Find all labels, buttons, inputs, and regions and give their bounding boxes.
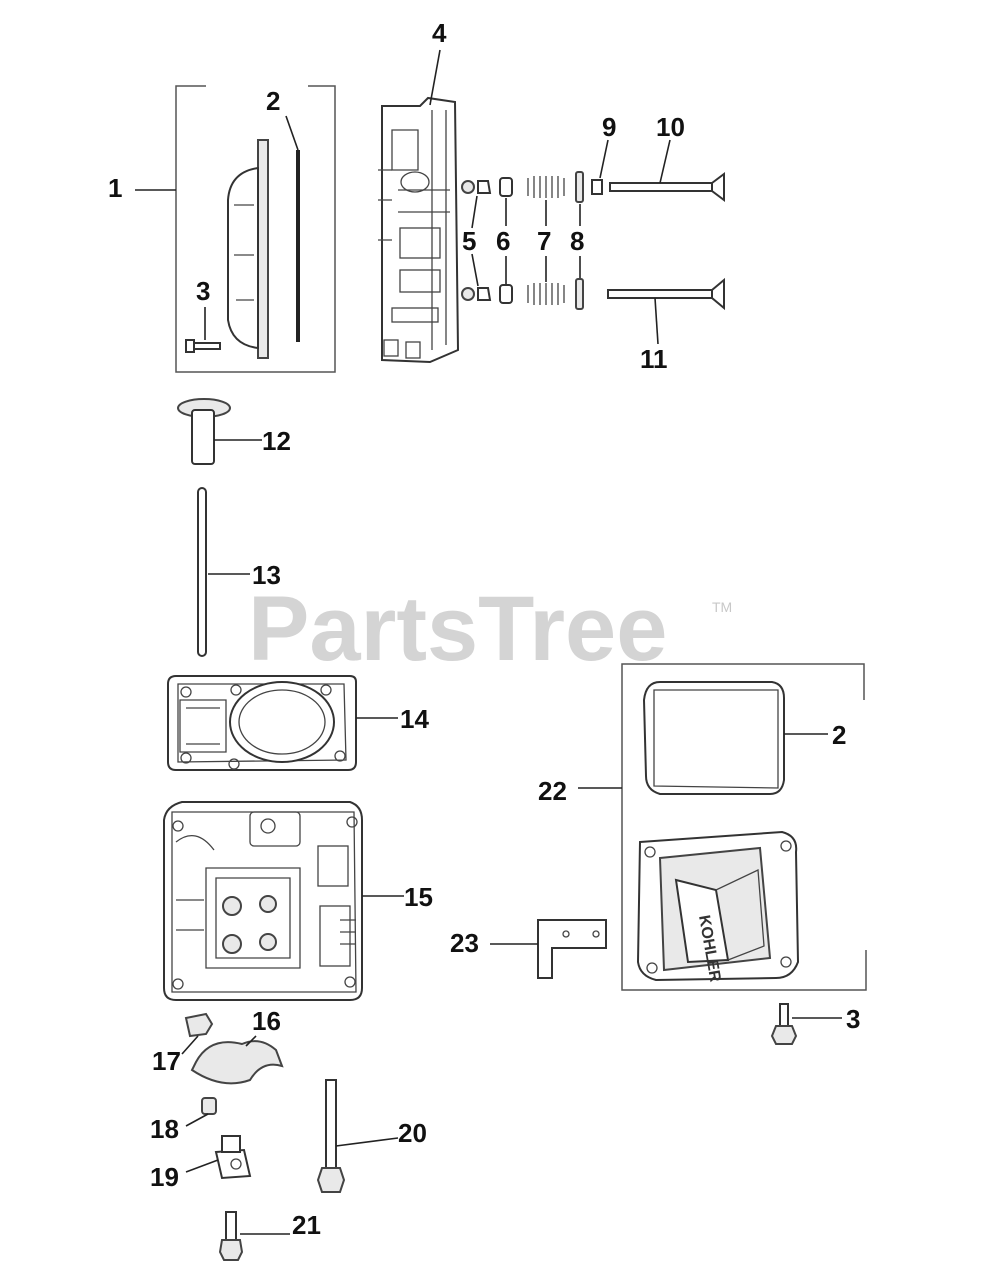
screw-18[interactable]: [201, 1097, 217, 1115]
callout-8[interactable]: 8: [570, 226, 584, 256]
callout-22[interactable]: 22: [538, 776, 567, 806]
leader-5a: [471, 195, 478, 229]
watermark-trademark: TM: [712, 599, 732, 615]
kit-box-22: [621, 663, 867, 991]
callout-16[interactable]: 16: [252, 1006, 281, 1036]
leader-10: [659, 139, 671, 184]
cylinder-head-top[interactable]: [163, 801, 363, 1001]
callout-2[interactable]: 2: [266, 86, 280, 116]
callout-7[interactable]: 7: [537, 226, 551, 256]
callout-15[interactable]: 15: [404, 882, 433, 912]
head-gasket-14[interactable]: [167, 675, 357, 771]
callout-23[interactable]: 23: [450, 928, 479, 958]
cylinder-head-side[interactable]: [378, 96, 460, 364]
pivot-19[interactable]: [214, 1135, 252, 1180]
leader-11: [654, 297, 659, 345]
callout-9[interactable]: 9: [602, 112, 616, 142]
callout-18[interactable]: 18: [150, 1114, 179, 1144]
push-rod-13[interactable]: [197, 487, 207, 657]
bracket-23[interactable]: [537, 919, 607, 979]
callout-1[interactable]: 1: [108, 173, 122, 203]
leader-4: [429, 49, 441, 106]
callout-21[interactable]: 21: [292, 1210, 321, 1240]
head-bolt-20[interactable]: [316, 1079, 346, 1193]
callout-6[interactable]: 6: [496, 226, 510, 256]
leader-2: [285, 115, 299, 151]
valve-retainer-lower[interactable]: [499, 284, 513, 304]
valve-seal-lower[interactable]: [575, 278, 584, 310]
valve-spring-upper[interactable]: [527, 176, 565, 198]
rocker-16[interactable]: [190, 1040, 284, 1085]
valve-seal-upper[interactable]: [575, 171, 584, 203]
callout-17[interactable]: 17: [152, 1046, 181, 1076]
nut-17[interactable]: [184, 1012, 214, 1038]
valve-11[interactable]: [607, 277, 725, 311]
valve-cover-side[interactable]: [227, 139, 269, 359]
callout-20[interactable]: 20: [398, 1118, 427, 1148]
tappet-12[interactable]: [177, 398, 231, 465]
leader-18: [185, 1113, 209, 1127]
callout-12[interactable]: 12: [262, 426, 291, 456]
callout-3[interactable]: 3: [196, 276, 210, 306]
kit-box-1: [175, 85, 336, 373]
callout-11[interactable]: 11: [640, 344, 668, 374]
leader-19: [185, 1159, 219, 1173]
leader-16: [245, 1035, 257, 1047]
valve-cover-22[interactable]: KOHLER: [636, 830, 800, 984]
callout-10[interactable]: 10: [656, 112, 685, 142]
screw-3-right[interactable]: [770, 1003, 798, 1045]
screw-3-small[interactable]: [185, 339, 221, 353]
valve-spring-lower[interactable]: [527, 283, 565, 305]
callout-13[interactable]: 13: [252, 560, 281, 590]
valve-cap-9[interactable]: [591, 179, 603, 195]
valve-cover-gasket-2[interactable]: [642, 681, 785, 795]
watermark: PartsTree: [248, 578, 667, 680]
leader-5b: [471, 253, 479, 287]
callout-2b[interactable]: 2: [832, 720, 846, 750]
valve-keepers-upper[interactable]: [461, 180, 492, 194]
valve-retainer-upper[interactable]: [499, 177, 513, 197]
callout-3b[interactable]: 3: [846, 1004, 860, 1034]
callout-4[interactable]: 4: [432, 18, 447, 48]
leader-17: [181, 1035, 199, 1055]
valve-keepers-lower[interactable]: [461, 287, 492, 301]
callout-19[interactable]: 19: [150, 1162, 179, 1192]
leader-20: [335, 1137, 399, 1147]
stud-21[interactable]: [218, 1211, 244, 1261]
callout-5[interactable]: 5: [462, 226, 476, 256]
valve-10[interactable]: [609, 172, 725, 202]
callout-14[interactable]: 14: [400, 704, 429, 734]
leader-9: [599, 139, 609, 179]
